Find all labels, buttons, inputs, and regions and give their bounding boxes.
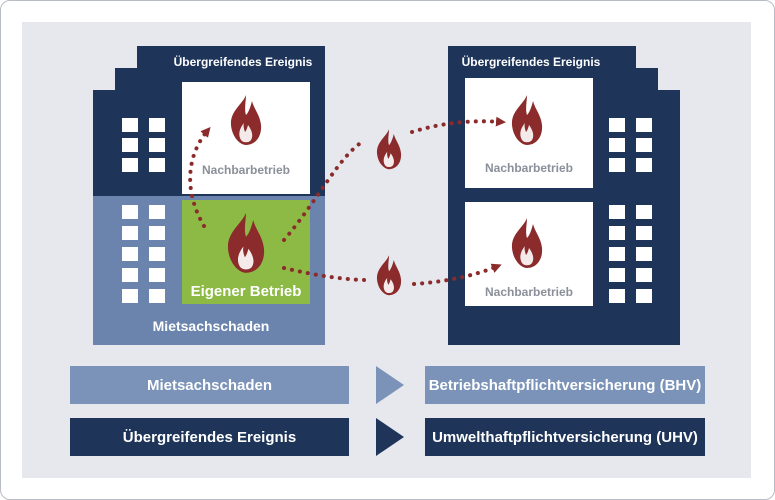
arrow-right-icon (376, 418, 404, 456)
left-top-header: Übergreifendes Ereignis (174, 54, 313, 69)
left-building: Übergreifendes Ereignis Nachbarbetrieb E… (93, 46, 325, 345)
left-upper-windows (122, 118, 165, 172)
left-top-unit-label: Nachbarbetrieb (202, 163, 290, 177)
spread-arrow-to-right-top (410, 116, 506, 134)
fire-icon (376, 255, 402, 296)
right-lower-windows (609, 205, 652, 303)
legend-bhv: Betriebshaftpflichtversicherung (BHV) (425, 366, 705, 404)
fire-icon (376, 129, 402, 170)
legend-uebergreifendes-ereignis: Übergreifendes Ereignis (70, 418, 349, 456)
right-top-unit-label: Nachbarbetrieb (485, 161, 573, 175)
right-top-header: Übergreifendes Ereignis (462, 54, 601, 69)
arrow-right-icon (376, 366, 404, 404)
right-building: Übergreifendes Ereignis Nachbarbetrieb N… (448, 46, 680, 345)
fire-spread-paths (188, 116, 506, 286)
right-bottom-unit-label: Nachbarbetrieb (485, 285, 573, 299)
spread-path (282, 266, 366, 282)
lower-section-label: Mietsachschaden (153, 318, 270, 334)
spread-path (282, 140, 364, 242)
left-lower-windows (122, 205, 165, 303)
legend-mietsachschaden: Mietsachschaden (70, 366, 349, 404)
spread-arrow-to-right-bottom (412, 263, 502, 286)
own-unit-label: Eigener Betrieb (191, 283, 302, 300)
legend-uhv: Umwelthaftpflichtversicherung (UHV) (425, 418, 705, 456)
right-upper-windows (609, 118, 652, 172)
